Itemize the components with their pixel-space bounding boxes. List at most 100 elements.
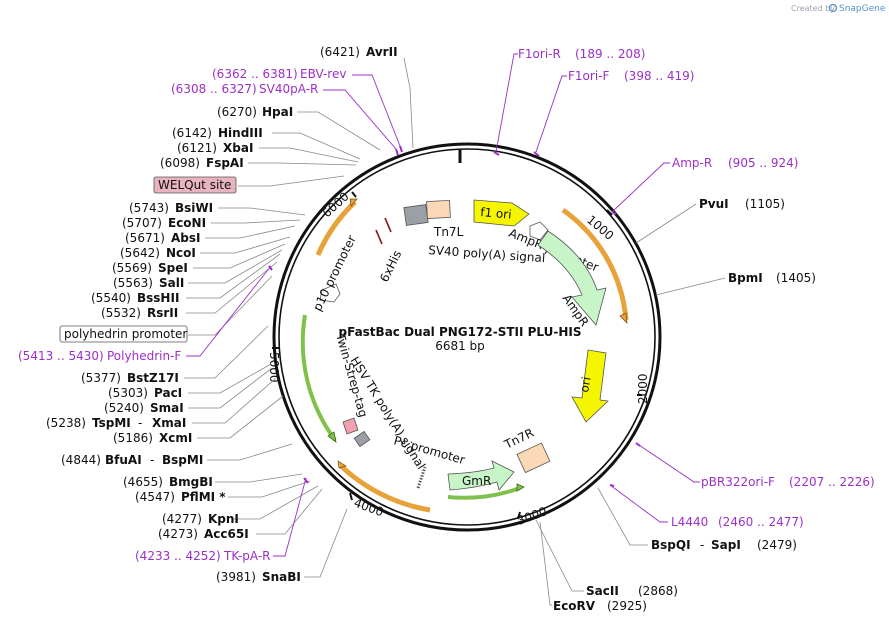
site-pos: (5563) <box>113 276 153 290</box>
site-name-spei[interactable]: SpeI <box>158 261 188 275</box>
site-name-bfuai[interactable]: BfuAI <box>105 453 142 467</box>
site-pos: (5642) <box>120 246 160 260</box>
primer-name-amp-r[interactable]: Amp-R <box>672 156 712 170</box>
site-name-hindiii[interactable]: HindIII <box>218 126 263 140</box>
site-name-hpai[interactable]: HpaI <box>262 105 293 119</box>
orf-arc-bottom <box>338 463 431 513</box>
site-name-econi[interactable]: EcoNI <box>168 216 206 230</box>
orf-arrow-upper-left <box>349 198 358 207</box>
site-name-fspai[interactable]: FspAI <box>206 156 244 170</box>
site-pos: (5540) <box>91 291 131 305</box>
his-label: 6xHis <box>377 248 404 284</box>
site-name-smai[interactable]: SmaI <box>150 401 184 415</box>
site-pos: (6142) <box>172 126 212 140</box>
site-name-bsshii[interactable]: BssHII <box>137 291 179 305</box>
site-name-kpni[interactable]: KpnI <box>208 512 239 526</box>
ruler-tick-1000 <box>606 209 613 216</box>
primer-name-tk-pa-r[interactable]: TK-pA-R <box>223 549 271 563</box>
site-pos: (6421) <box>320 45 360 59</box>
site-name-pflmi[interactable]: PflMI * <box>181 490 226 504</box>
primer-name-ebv-rev[interactable]: EBV-rev <box>300 67 346 81</box>
site-name-pvui[interactable]: PvuI <box>699 197 729 211</box>
site-name-sali[interactable]: SalI <box>159 276 184 290</box>
site-pos: (2479) <box>757 538 797 552</box>
twin-strep-feature[interactable] <box>342 417 359 435</box>
site-name-bspmi[interactable]: BspMI <box>162 453 203 467</box>
primer-range: (6308 .. 6327) <box>171 82 257 96</box>
ruler-tick-4000 <box>349 492 353 501</box>
primer-range: (4233 .. 4252) <box>135 549 221 563</box>
site-pos: (5377) <box>81 371 121 385</box>
site-pos: (5532) <box>101 306 141 320</box>
site-name-absi[interactable]: AbsI <box>171 231 200 245</box>
site-labels-right: PvuI (1105) BpmI (1405) BspQI - SapI (24… <box>553 197 816 613</box>
primer-range: (189 .. 208) <box>575 47 645 61</box>
p10-promoter-feature[interactable] <box>319 283 341 303</box>
site-pos: (6270) <box>217 105 257 119</box>
orf-arrow-ampr <box>619 312 628 324</box>
site-name-sacii[interactable]: SacII <box>586 584 619 598</box>
site-name-bpmi[interactable]: BpmI <box>728 271 763 285</box>
hsv-tk-feature[interactable] <box>353 430 371 448</box>
ori-label: ori <box>577 376 593 394</box>
site-pos: (4547) <box>135 490 175 504</box>
site-labels-left: (6421) AvrII (6270) HpaI (6142) HindIII … <box>46 45 398 584</box>
ampr-feature[interactable] <box>537 230 607 326</box>
site-name-xcmi[interactable]: XcmI <box>159 431 192 445</box>
site-name-sapi[interactable]: SapI <box>711 538 741 552</box>
sv40-feature[interactable] <box>426 199 451 219</box>
primer-name-polyhedrin-f[interactable]: Polyhedrin-F <box>107 349 181 363</box>
site-name-xbai[interactable]: XbaI <box>223 141 253 155</box>
primer-name-sv40pa-r[interactable]: SV40pA-R <box>259 82 318 96</box>
site-name-avrii[interactable]: AvrII <box>366 45 398 59</box>
site-name-tspmi[interactable]: TspMI <box>92 416 131 430</box>
primer-range: (2460 .. 2477) <box>718 515 804 529</box>
site-pos: (3981) <box>216 570 256 584</box>
site-name-bspqi[interactable]: BspQI <box>651 538 691 552</box>
site-pos: (5240) <box>104 401 144 415</box>
ruler-label-4000: 4000 <box>352 496 385 520</box>
site-name-ecorv[interactable]: EcoRV <box>553 599 596 613</box>
gmr-feature[interactable] <box>447 460 515 491</box>
f1-ori-feature[interactable] <box>473 199 530 227</box>
site-pos: (1405) <box>776 271 816 285</box>
site-pos: (6121) <box>177 141 217 155</box>
orf-arrow-bottom <box>337 460 347 469</box>
his-tag-feature-1[interactable] <box>375 229 383 245</box>
site-pos: (5186) <box>113 431 153 445</box>
ruler-label-3000: 3000 <box>515 504 548 528</box>
connector-lines <box>184 57 726 606</box>
site-name-bmgbi[interactable]: BmgBI <box>169 475 213 489</box>
site-pos: (4844) <box>61 453 101 467</box>
site-pos: (5569) <box>112 261 152 275</box>
snapgene-brand: SnapGene <box>839 4 886 14</box>
polyhedrin-promoter-box[interactable] <box>59 325 188 343</box>
site-pos: (5671) <box>125 231 165 245</box>
site-name-bstz17i[interactable]: BstZ17I <box>127 371 179 385</box>
pc-promoter-feature[interactable] <box>416 466 427 489</box>
primer-name-pbr322ori-f[interactable]: pBR322ori-F <box>701 475 775 489</box>
welqut-site-box[interactable] <box>153 176 237 194</box>
site-name-paci[interactable]: PacI <box>154 386 182 400</box>
site-pos: (4277) <box>162 512 202 526</box>
tn7l-feature[interactable] <box>403 204 429 226</box>
site-name-bsiwi[interactable]: BsiWI <box>175 201 213 215</box>
site-pos: (1105) <box>745 197 785 211</box>
ampr-promoter-feature[interactable] <box>529 221 549 241</box>
site-name-acc65i[interactable]: Acc65I <box>204 527 249 541</box>
ori-feature[interactable] <box>571 349 609 423</box>
orf-arc-ampr <box>561 207 629 321</box>
site-name-xmai[interactable]: XmaI <box>152 416 186 430</box>
primer-name-l4440[interactable]: L4440 <box>671 515 708 529</box>
site-pos: (5303) <box>108 386 148 400</box>
site-name-ncoi[interactable]: NcoI <box>166 246 196 260</box>
f1-ori-label: f1 ori <box>480 205 512 222</box>
site-name-rsrii[interactable]: RsrII <box>147 306 178 320</box>
site-pos: (5238) <box>46 416 86 430</box>
primer-name-f1ori-f[interactable]: F1ori-F <box>568 69 609 83</box>
tn7r-feature[interactable] <box>516 442 551 474</box>
primer-name-f1ori-r[interactable]: F1ori-R <box>518 47 561 61</box>
site-name-snabi[interactable]: SnaBI <box>262 570 301 584</box>
his-tag-feature-2[interactable] <box>384 217 392 233</box>
welqut-site-label: WELQut site <box>158 178 231 192</box>
